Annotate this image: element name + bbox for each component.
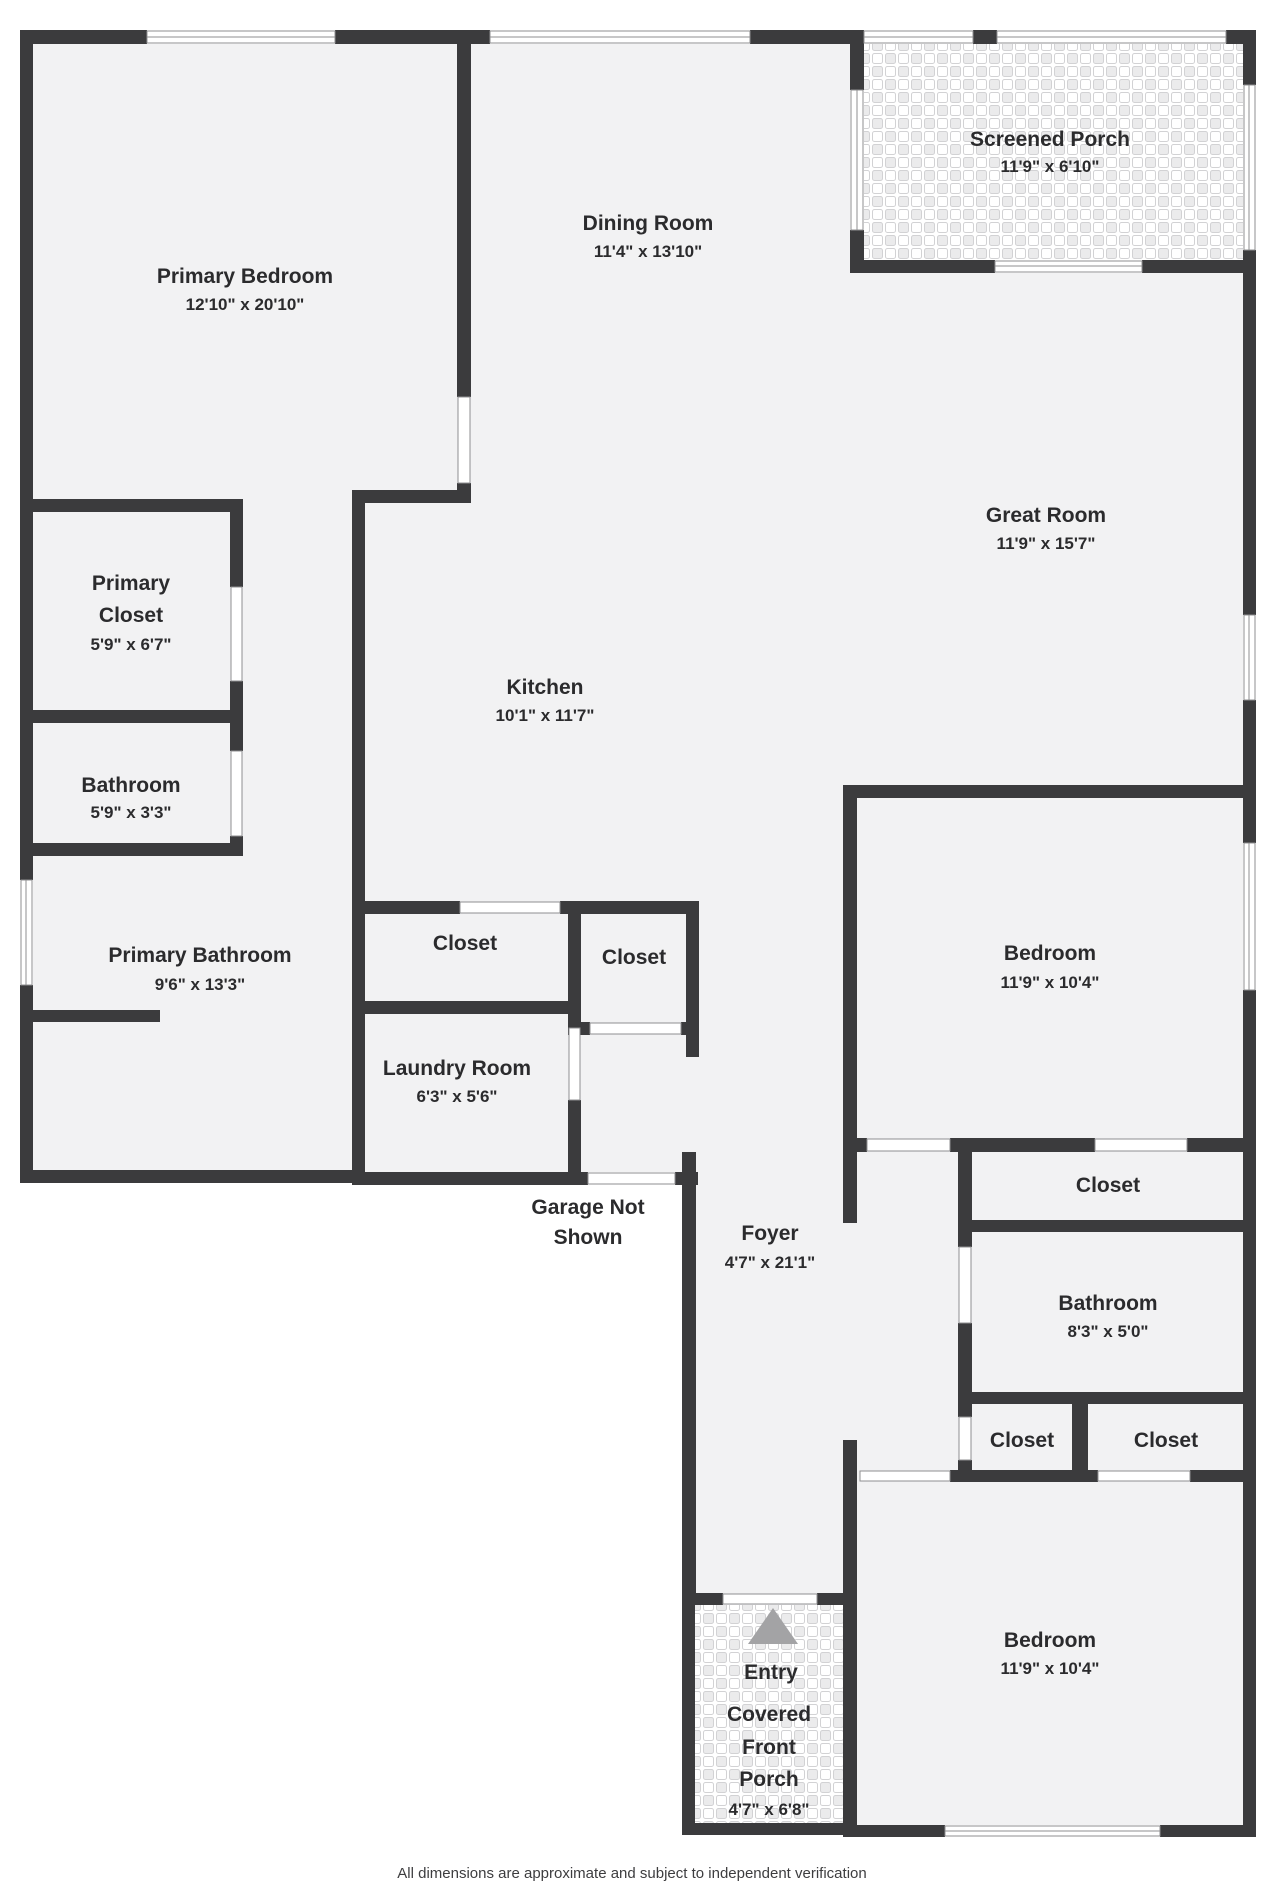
room-label-foyer: Foyer [741,1222,798,1245]
window-mullions [25,36,1250,1832]
room-label-primary-closet-2: Closet [99,604,163,627]
room-dims-dining-room: 11'4" x 13'10" [594,242,702,261]
room-label-closet-bedroom: Closet [1076,1174,1140,1197]
room-label-screened-porch: Screened Porch [970,128,1130,151]
room-labels: Primary Bedroom 12'10" x 20'10" Dining R… [81,128,1198,1882]
screened-porch-floor-texture [864,44,1243,260]
room-label-primary-bedroom: Primary Bedroom [157,265,333,288]
room-label-entry: Entry [744,1661,798,1684]
porch-tiled-floors [695,44,1243,1823]
room-dims-primary-bedroom: 12'10" x 20'10" [186,295,305,314]
room-label-closet-hall-b: Closet [602,946,666,969]
room-dims-great-room: 11'9" x 15'7" [997,534,1096,553]
room-label-bathroom-2: Bathroom [1058,1292,1157,1315]
room-label-closet-bottom-a: Closet [990,1429,1054,1452]
room-label-bedroom-bottom: Bedroom [1004,1629,1096,1652]
room-dims-bathroom-2: 8'3" x 5'0" [1068,1322,1149,1341]
room-label-great-room: Great Room [986,504,1106,527]
room-label-dining-room: Dining Room [583,212,714,235]
room-label-closet-bottom-b: Closet [1134,1429,1198,1452]
note-garage-line1: Garage Not [531,1196,644,1219]
room-dims-primary-closet: 5'9" x 6'7" [91,635,172,654]
footer-disclaimer: All dimensions are approximate and subje… [397,1865,866,1882]
room-dims-bathroom: 5'9" x 3'3" [91,803,172,822]
room-label-kitchen: Kitchen [506,676,583,699]
room-dims-covered-front-porch: 4'7" x 6'8" [729,1800,810,1819]
room-label-laundry-room: Laundry Room [383,1057,531,1080]
room-label-front: Front [742,1736,796,1759]
room-dims-kitchen: 10'1" x 11'7" [496,706,595,725]
room-label-porch: Porch [739,1768,799,1791]
room-label-covered: Covered [727,1703,811,1726]
floor-areas [33,44,1243,1825]
room-label-bathroom: Bathroom [81,774,180,797]
entry-arrow-icon [748,1608,798,1644]
note-garage-line2: Shown [554,1226,623,1249]
room-label-closet-hall-a: Closet [433,932,497,955]
room-label-primary-closet-1: Primary [92,572,171,595]
room-dims-foyer: 4'7" x 21'1" [725,1253,815,1272]
walls [20,30,1256,1837]
room-dims-bedroom-bottom: 11'9" x 10'4" [1001,1659,1100,1678]
room-label-bedroom-mid: Bedroom [1004,942,1096,965]
room-dims-bedroom-mid: 11'9" x 10'4" [1001,973,1100,992]
room-dims-laundry-room: 6'3" x 5'6" [417,1087,498,1106]
room-label-primary-bathroom: Primary Bathroom [108,944,291,967]
room-dims-primary-bathroom: 9'6" x 13'3" [155,975,245,994]
room-dims-screened-porch: 11'9" x 6'10" [1001,157,1100,176]
